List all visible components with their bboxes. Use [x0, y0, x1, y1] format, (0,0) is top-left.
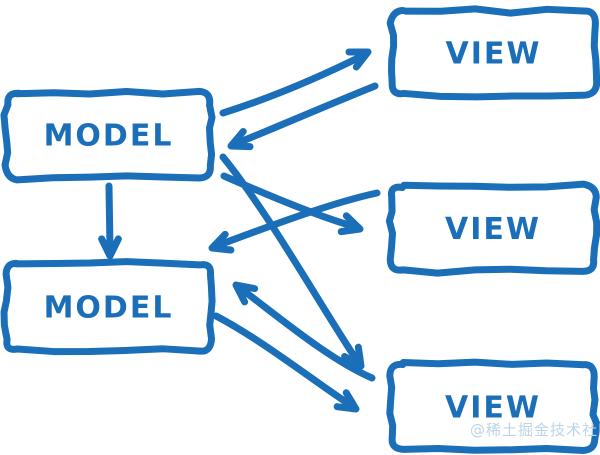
node-model-2[interactable]: MODEL — [0, 258, 216, 356]
edge-model1-to-model2-arrowhead-icon — [98, 235, 122, 260]
edge-model1-to-view3-arrowhead-icon — [341, 343, 365, 370]
edge-model1-to-view2-arrowhead-icon — [337, 212, 364, 236]
edge-edge-view1-to-model1 — [227, 82, 379, 151]
edge-view1-to-model1-line — [231, 82, 379, 148]
edge-model1-to-view1-arrowhead-icon — [345, 48, 372, 71]
edge-view2-to-model2-line — [212, 189, 381, 250]
edge-view1-to-model1-arrowhead-icon — [227, 127, 254, 151]
node-model-1[interactable]: MODEL — [0, 87, 216, 184]
edge-model1-to-model2-line — [105, 182, 114, 252]
edge-model2-to-view3-line — [212, 312, 356, 410]
model-2-box[interactable] — [0, 258, 216, 356]
view-3-box[interactable] — [386, 358, 600, 455]
edge-model1-to-view2-line — [220, 172, 360, 231]
edge-edge-model1-to-view1 — [219, 48, 372, 117]
edge-edge-model1-to-view2 — [220, 172, 364, 236]
edges-layer — [98, 48, 381, 413]
model-1-box[interactable] — [0, 87, 216, 184]
edge-model1-to-view1-line — [219, 50, 370, 117]
edge-edge-view2-to-model2 — [208, 189, 381, 254]
node-view-3[interactable]: VIEW — [386, 358, 600, 455]
watermark-label: @稀土掘金技术社区 — [470, 421, 600, 439]
edge-edge-model1-to-model2 — [98, 182, 122, 260]
view-2-box[interactable] — [385, 180, 600, 277]
view-3-label: VIEW — [445, 391, 541, 426]
edge-model2-to-view3-arrowhead-icon — [333, 389, 360, 413]
node-view-2[interactable]: VIEW — [385, 180, 600, 277]
edge-view3-to-model2-line — [236, 284, 376, 382]
view-1-label: VIEW — [446, 37, 542, 72]
edge-edge-view3-to-model2 — [232, 281, 376, 382]
edge-view3-to-model2-arrowhead-icon — [232, 281, 259, 306]
model-2-label: MODEL — [44, 291, 174, 326]
view-2-label: VIEW — [445, 212, 541, 247]
view-1-box[interactable] — [386, 5, 600, 101]
edge-view2-to-model2-arrowhead-icon — [208, 230, 235, 254]
node-view-1[interactable]: VIEW — [386, 5, 600, 101]
edge-edge-model2-to-view3 — [212, 312, 360, 413]
model-1-label: MODEL — [44, 119, 174, 154]
nodes-layer: MODEL MODEL VIEW VIEW VIEW — [0, 5, 600, 455]
